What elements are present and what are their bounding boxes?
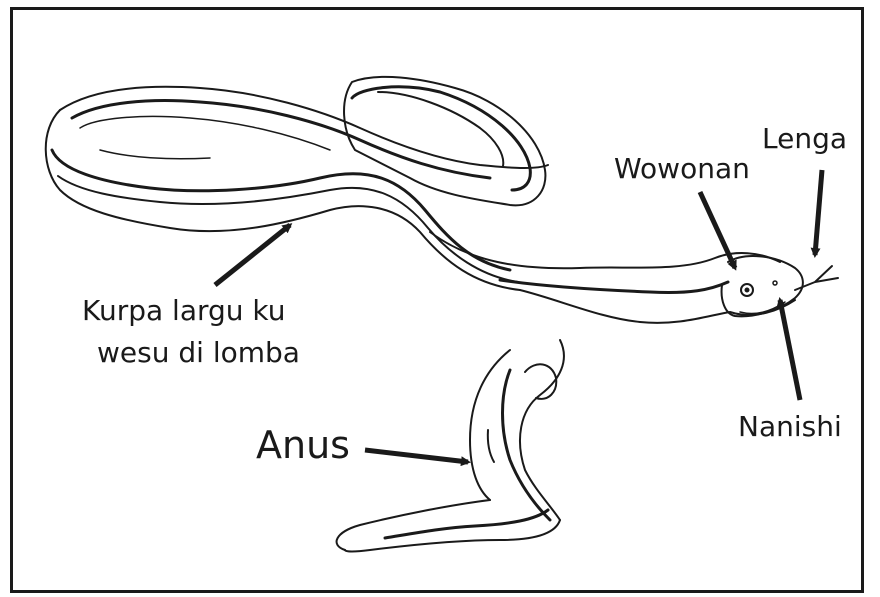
snake-coil-inner-curve xyxy=(80,116,330,150)
snake-coil-inner-floor xyxy=(100,150,210,159)
label-arrows xyxy=(215,170,822,462)
label-anus: Anus xyxy=(256,423,350,467)
snake-lower-stripe-2 xyxy=(488,430,494,462)
label-kurpa-line1: Kurpa largu ku xyxy=(82,294,286,327)
snake-neck-bottom xyxy=(520,290,795,323)
snake-nostril xyxy=(773,281,777,285)
arrow-lenga xyxy=(815,170,822,255)
snake-coil-stripe-1 xyxy=(72,101,490,178)
snake-coil-outer xyxy=(46,110,520,290)
arrow-anus xyxy=(365,450,468,462)
arrow-nanishi xyxy=(780,300,800,400)
label-wowonan: Wowonan xyxy=(614,152,750,185)
snake-back-loop-stripe xyxy=(352,87,530,190)
snake-tail-bottom xyxy=(345,520,560,552)
snake-neck-stripe xyxy=(500,280,728,293)
label-lenga: Lenga xyxy=(762,122,847,155)
label-nanishi: Nanishi xyxy=(738,410,842,443)
label-kurpa-line2: wesu di lomba xyxy=(97,336,300,369)
snake-eye-pupil xyxy=(745,288,749,292)
snake-tail-top xyxy=(337,500,490,550)
arrow-kurpa xyxy=(215,225,290,285)
